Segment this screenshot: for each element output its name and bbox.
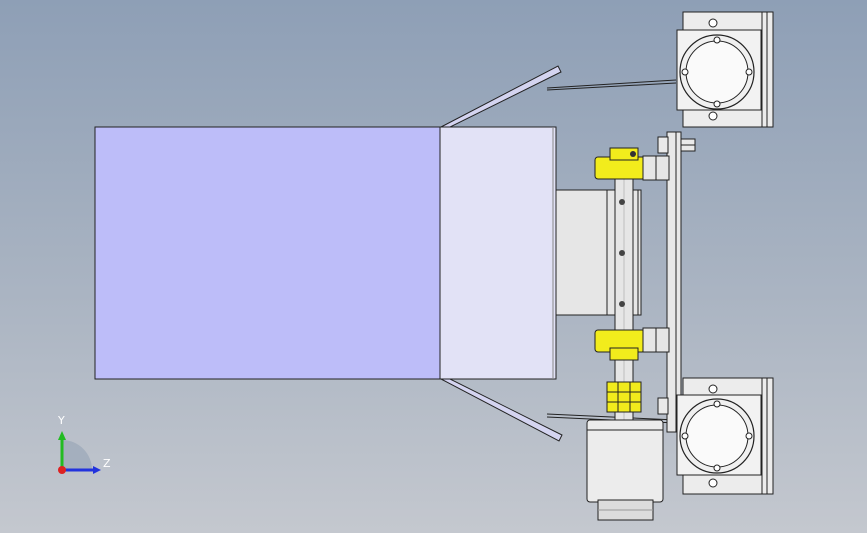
hex-bolt-bottom [657,397,669,415]
axis-y-label: Y [58,414,65,427]
upper-shaft-clamp [594,147,670,181]
lower-shaft-clamp [594,327,670,361]
drive-motor [586,419,664,521]
axis-z-label: Z [103,457,111,470]
upper-guide-plate [439,65,677,130]
hopper-front-face [439,126,557,380]
shaft-coupling [606,381,642,413]
upper-bearing-housing [676,11,774,128]
mounting-plate [666,131,682,433]
coordinate-triad [58,431,101,474]
hex-bolt-top [657,136,696,154]
hopper-body [94,126,441,380]
lower-bearing-housing [676,377,774,495]
